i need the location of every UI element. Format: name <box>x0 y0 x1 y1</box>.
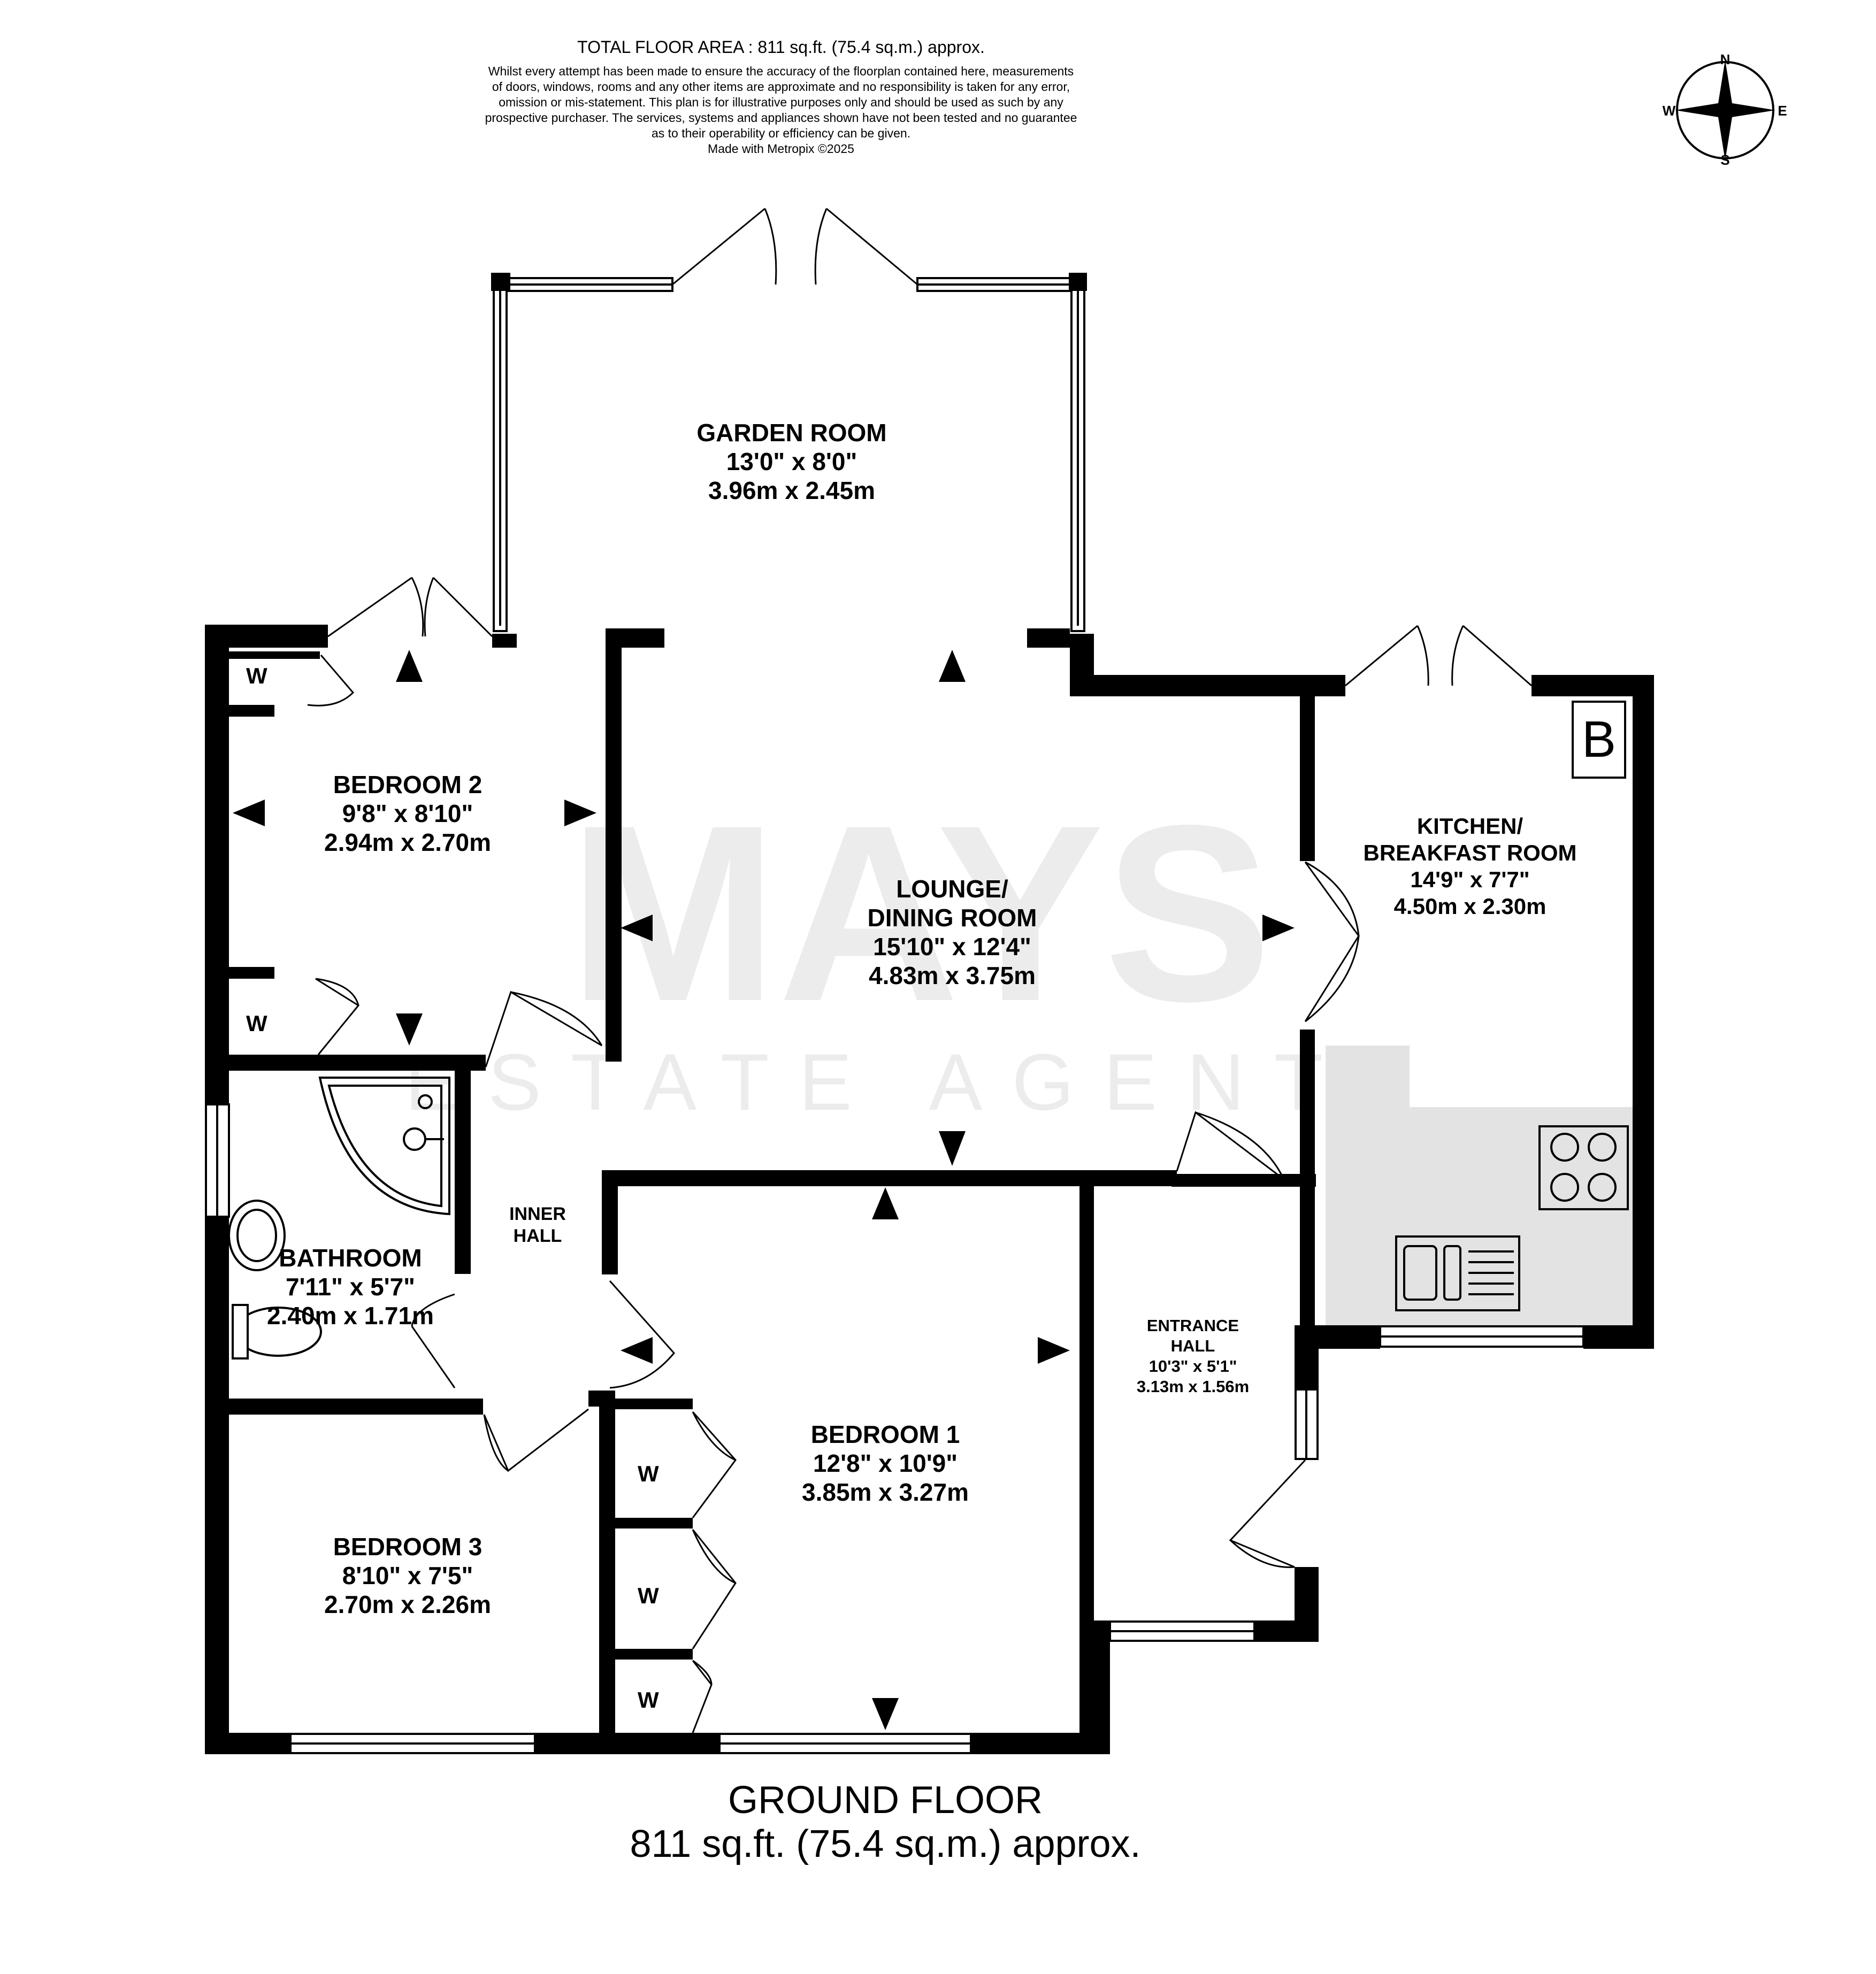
room-imperial: 10'3" x 5'1" <box>1148 1357 1237 1376</box>
room-arrows <box>233 650 1295 1730</box>
arrow-right-icon <box>1262 915 1295 941</box>
arrow-right-icon <box>1038 1337 1070 1364</box>
room-name: GARDEN ROOM <box>696 419 887 447</box>
room-name: HALL <box>513 1226 562 1246</box>
room-metric: 2.70m x 2.26m <box>324 1591 492 1618</box>
arrow-up-icon <box>872 1187 899 1219</box>
room-name: BEDROOM 1 <box>810 1420 960 1448</box>
room-imperial: 7'11" x 5'7" <box>285 1273 416 1301</box>
floor-area: 811 sq.ft. (75.4 sq.m.) approx. <box>630 1823 1141 1865</box>
arrow-down-icon <box>939 1131 966 1166</box>
arrow-left-icon <box>621 1337 653 1364</box>
watermark-tagline: ESTATE AGENTS <box>405 1037 1435 1127</box>
arrow-left-icon <box>621 915 653 941</box>
disclaimer-line: prospective purchaser. The services, sys… <box>485 111 1077 125</box>
floor-summary: GROUND FLOOR 811 sq.ft. (75.4 sq.m.) app… <box>630 1778 1140 1866</box>
wardrobe-label: W <box>638 1583 659 1608</box>
room-name: BREAKFAST ROOM <box>1363 840 1577 865</box>
room-imperial: 14'9" x 7'7" <box>1410 867 1530 892</box>
room-label-inner-hall: INNER HALL <box>509 1203 566 1247</box>
room-label-bedroom-3: BEDROOM 3 8'10" x 7'5" 2.70m x 2.26m <box>324 1532 491 1619</box>
basin <box>228 1200 286 1271</box>
windows <box>205 1103 1584 1754</box>
arrow-left-icon <box>233 800 265 826</box>
floor-name: GROUND FLOOR <box>728 1779 1043 1822</box>
room-name: LOUNGE/ <box>896 875 1008 903</box>
room-name: ENTRANCE <box>1146 1316 1239 1335</box>
sink <box>1395 1235 1520 1311</box>
compass-w: W <box>1663 103 1676 119</box>
room-label-kitchen: KITCHEN/ BREAKFAST ROOM 14'9" x 7'7" 4.5… <box>1364 813 1577 920</box>
wardrobe-label: W <box>246 1011 267 1036</box>
disclaimer-line: omission or mis-statement. This plan is … <box>499 95 1063 109</box>
arrow-down-icon <box>872 1698 899 1730</box>
room-label-entrance-hall: ENTRANCE HALL 10'3" x 5'1" 3.13m x 1.56m <box>1137 1316 1249 1397</box>
arrow-up-icon <box>396 650 423 682</box>
room-metric: 3.13m x 1.56m <box>1136 1377 1250 1396</box>
room-imperial: 15'10" x 12'4" <box>873 933 1031 961</box>
doors <box>307 208 1532 1733</box>
disclaimer: TOTAL FLOOR AREA : 811 sq.ft. (75.4 sq.m… <box>407 37 1155 157</box>
room-label-bathroom: BATHROOM 7'11" x 5'7" 2.40m x 1.71m <box>267 1243 434 1330</box>
room-label-bedroom-1: BEDROOM 1 12'8" x 10'9" 3.85m x 3.27m <box>802 1420 969 1507</box>
bathroom-fittings <box>228 1077 450 1359</box>
garden-room-glazing <box>491 273 1087 632</box>
room-name: BATHROOM <box>279 1244 422 1272</box>
room-imperial: 9'8" x 8'10" <box>342 800 473 827</box>
room-label-lounge: LOUNGE/ DINING ROOM 15'10" x 12'4" 4.83m… <box>868 874 1037 990</box>
watermark-brand: MAYS <box>569 773 1272 1054</box>
compass-e: E <box>1778 103 1787 119</box>
room-label-garden-room: GARDEN ROOM 13'0" x 8'0" 3.96m x 2.45m <box>696 418 886 505</box>
shower-tray <box>318 1077 450 1216</box>
room-name: KITCHEN/ <box>1416 813 1523 839</box>
room-metric: 3.85m x 3.27m <box>801 1478 969 1506</box>
arrow-down-icon <box>396 1013 423 1046</box>
compass-s: S <box>1720 152 1729 168</box>
total-floor-area: TOTAL FLOOR AREA : 811 sq.ft. (75.4 sq.m… <box>577 37 985 57</box>
wardrobe-label: W <box>638 1461 659 1486</box>
walls <box>205 625 1654 1754</box>
arrow-right-icon <box>564 800 596 826</box>
room-label-bedroom-2: BEDROOM 2 9'8" x 8'10" 2.94m x 2.70m <box>324 770 491 857</box>
room-metric: 2.94m x 2.70m <box>324 828 492 856</box>
room-name: DINING ROOM <box>867 904 1037 932</box>
room-imperial: 12'8" x 10'9" <box>813 1449 958 1477</box>
room-name: BEDROOM 2 <box>333 771 483 798</box>
wardrobe-label: W <box>638 1687 659 1712</box>
room-metric: 4.83m x 3.75m <box>868 962 1036 989</box>
room-name: HALL <box>1170 1337 1215 1355</box>
room-metric: 2.40m x 1.71m <box>266 1302 434 1330</box>
room-name: BEDROOM 3 <box>333 1533 483 1561</box>
room-imperial: 8'10" x 7'5" <box>342 1562 473 1589</box>
watermark: MAYS ESTATE AGENTS <box>405 773 1435 1127</box>
room-name: INNER <box>509 1204 566 1224</box>
disclaimer-line: of doors, windows, rooms and any other i… <box>492 80 1070 94</box>
compass-icon: N S E W <box>1663 51 1787 168</box>
disclaimer-line: Whilst every attempt has been made to en… <box>488 64 1074 78</box>
compass-n: N <box>1720 51 1730 67</box>
kitchen-fittings <box>1395 1125 1629 1311</box>
disclaimer-line: Made with Metropix ©2025 <box>708 142 854 156</box>
room-metric: 4.50m x 2.30m <box>1393 894 1546 919</box>
disclaimer-line: as to their operability or efficiency ca… <box>651 126 911 140</box>
boiler-icon: B <box>1572 701 1626 779</box>
room-metric: 3.96m x 2.45m <box>708 477 876 504</box>
room-imperial: 13'0" x 8'0" <box>726 448 857 475</box>
hob <box>1538 1125 1629 1210</box>
wardrobe-label: W <box>246 663 267 688</box>
arrow-up-icon <box>939 650 966 682</box>
